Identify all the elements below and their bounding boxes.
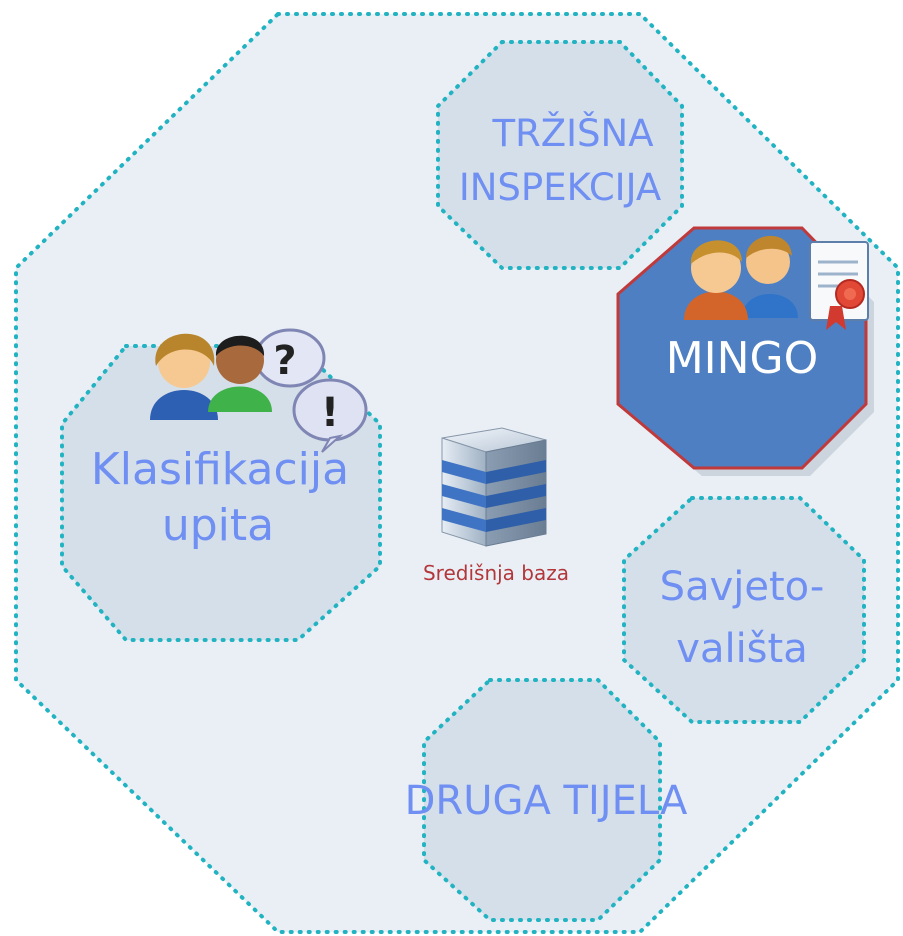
trzisna-label-line1: TRŽIŠNA bbox=[491, 111, 653, 155]
node-mingo[interactable]: MINGO bbox=[616, 226, 874, 476]
user-group-certificate-icon bbox=[684, 235, 869, 330]
svg-text:?: ? bbox=[273, 338, 296, 384]
klasifikacija-label-line1: Klasifikacija bbox=[91, 444, 349, 495]
central-database[interactable]: Središnja baza bbox=[423, 427, 569, 585]
savjeto-label-line2: vališta bbox=[676, 626, 807, 672]
node-trzisna-inspekcija[interactable]: TRŽIŠNA INSPEKCIJA bbox=[436, 40, 684, 270]
database-label: Središnja baza bbox=[423, 561, 569, 585]
klasifikacija-label-line2: upita bbox=[162, 500, 274, 551]
users-question-exclamation-icon: ? ! bbox=[150, 328, 368, 453]
savjeto-label-line1: Savjeto- bbox=[660, 564, 825, 610]
database-server-icon bbox=[441, 427, 547, 547]
svg-text:!: ! bbox=[321, 390, 339, 436]
node-klasifikacija-upita[interactable]: Klasifikacija upita ? ! bbox=[60, 328, 382, 642]
mingo-label: MINGO bbox=[666, 333, 819, 384]
druga-label: DRUGA TIJELA bbox=[405, 778, 688, 824]
node-savjetovalista[interactable]: Savjeto- vališta bbox=[622, 496, 866, 724]
node-druga-tijela[interactable]: DRUGA TIJELA bbox=[405, 678, 688, 922]
trzisna-label-line2: INSPEKCIJA bbox=[459, 166, 661, 209]
